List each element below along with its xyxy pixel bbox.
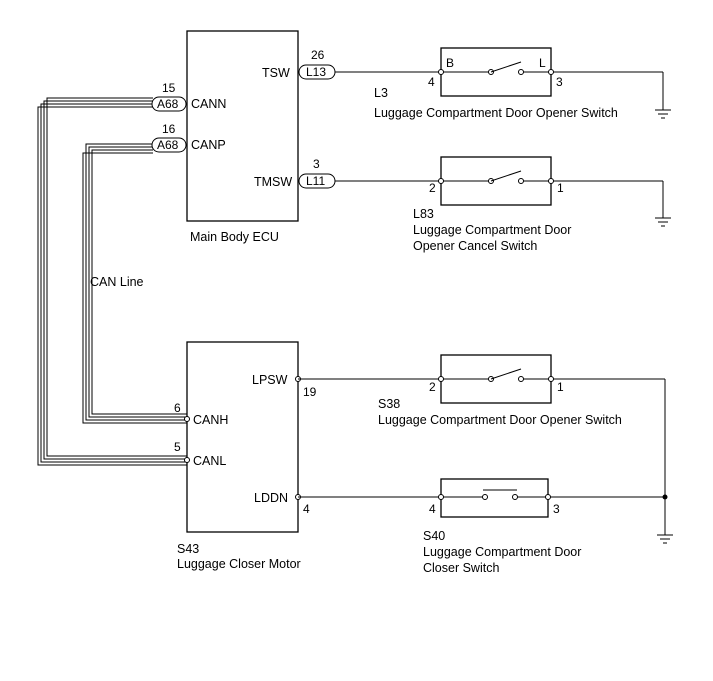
signal-wires (298, 71, 668, 535)
switch-l3-contact-b (518, 69, 524, 75)
switch-l3-pin-right: 3 (556, 75, 563, 89)
switch-s40-name-line1: Luggage Compartment Door (423, 545, 581, 559)
ground-symbol-l3 (655, 109, 671, 119)
ecu-cann-connector-oval (151, 96, 187, 112)
switch-s40-code: S40 (423, 529, 445, 543)
switch-l3-terminal-right (548, 69, 554, 75)
switch-s38-contact-b (518, 376, 524, 382)
switch-s38-code: S38 (378, 397, 400, 411)
motor-canh-label: CANH (193, 413, 228, 427)
ecu-canp-label: CANP (191, 138, 226, 152)
main-body-ecu: Main Body ECU 15 A68 CANN 16 A68 CANP TS… (151, 30, 336, 244)
ecu-cann-pin-number: 15 (162, 81, 176, 95)
ecu-canp-connector: A68 (157, 138, 179, 152)
junction-dot (662, 494, 668, 500)
switch-l3-pin-left: 4 (428, 75, 435, 89)
switch-s38-terminal-left (438, 376, 444, 382)
switch-s38-name: Luggage Compartment Door Opener Switch (378, 413, 622, 427)
can-line-wires (37, 97, 187, 466)
switch-s40: 4 3 S40 Luggage Compartment Door Closer … (423, 478, 581, 575)
switch-s40-contact-b (512, 494, 518, 500)
motor-canh-terminal (184, 416, 190, 422)
switch-l83-contact-b (518, 178, 524, 184)
motor-canl-terminal (184, 457, 190, 463)
switch-l3: B L 4 3 L3 Luggage Compartment Door Open… (374, 47, 618, 120)
switch-l83-name-line1: Luggage Compartment Door (413, 223, 571, 237)
switch-l83-code: L83 (413, 207, 434, 221)
luggage-closer-motor: S43 Luggage Closer Motor 6 CANH 5 CANL L… (174, 341, 317, 571)
motor-name: Luggage Closer Motor (177, 557, 301, 571)
motor-canl-pin-number: 5 (174, 440, 181, 454)
ecu-box (186, 30, 299, 222)
switch-s38-pin-left: 2 (429, 380, 436, 394)
motor-lpsw-pin-number: 19 (303, 385, 317, 399)
switch-l3-terminal-left (438, 69, 444, 75)
ecu-tmsw-label: TMSW (254, 175, 292, 189)
switch-s40-box (440, 478, 549, 518)
motor-lddn-pin-number: 4 (303, 502, 310, 516)
switch-s38-terminal-right (548, 376, 554, 382)
switch-s40-terminal-right (545, 494, 551, 500)
ecu-canp-connector-oval (151, 137, 187, 153)
ecu-tmsw-pin-number: 3 (313, 157, 320, 171)
switch-l83-terminal-right (548, 178, 554, 184)
switch-l3-inner-right: L (539, 56, 546, 70)
motor-lddn-label: LDDN (254, 491, 288, 505)
switch-s40-terminal-left (438, 494, 444, 500)
switch-l83-name-line2: Opener Cancel Switch (413, 239, 537, 253)
can-line-label: CAN Line (90, 275, 144, 289)
ecu-tsw-connector: L13 (306, 65, 326, 79)
ecu-tsw-label: TSW (262, 66, 290, 80)
ecu-canp-pin-number: 16 (162, 122, 176, 136)
switch-s40-pin-left: 4 (429, 502, 436, 516)
switch-s40-pin-right: 3 (553, 502, 560, 516)
ground-symbol-s38-s40 (657, 534, 673, 544)
switch-s38: 2 1 S38 Luggage Compartment Door Opener … (378, 354, 622, 427)
motor-lpsw-label: LPSW (252, 373, 288, 387)
switch-l83-pin-right: 1 (557, 181, 564, 195)
switch-l3-code: L3 (374, 86, 388, 100)
ground-symbol-l83 (655, 217, 671, 227)
motor-canh-pin-number: 6 (174, 401, 181, 415)
motor-box (186, 341, 299, 533)
switch-s38-pin-right: 1 (557, 380, 564, 394)
switch-s40-contact-a (482, 494, 488, 500)
switch-l83-pin-left: 2 (429, 181, 436, 195)
motor-code: S43 (177, 542, 199, 556)
switch-l83-terminal-left (438, 178, 444, 184)
ecu-cann-connector: A68 (157, 97, 179, 111)
switch-l3-inner-left: B (446, 56, 454, 70)
switch-l3-name: Luggage Compartment Door Opener Switch (374, 106, 618, 120)
motor-canl-label: CANL (193, 454, 226, 468)
ecu-cann-label: CANN (191, 97, 226, 111)
ecu-name: Main Body ECU (190, 230, 279, 244)
ecu-tmsw-connector: L11 (306, 174, 325, 188)
switch-l83: 2 1 L83 Luggage Compartment Door Opener … (413, 156, 571, 253)
switch-s40-name-line2: Closer Switch (423, 561, 499, 575)
ecu-tsw-pin-number: 26 (311, 48, 325, 62)
